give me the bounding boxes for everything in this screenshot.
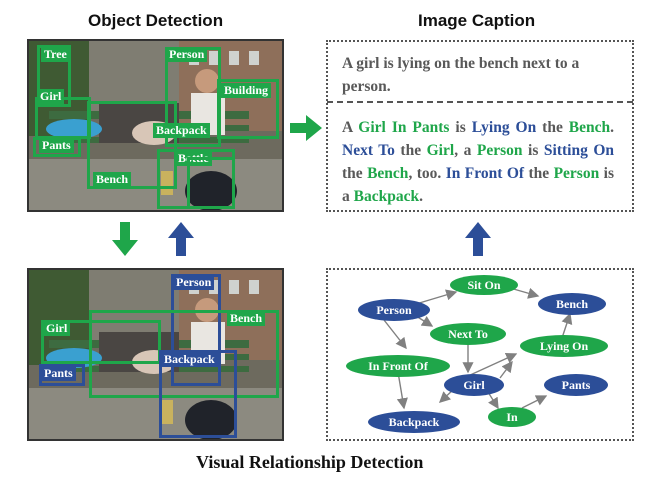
caption-segment: In Pants — [391, 119, 450, 136]
simple-caption: A girl is lying on the bench next to a p… — [342, 55, 580, 95]
caption-segment: . — [419, 188, 423, 205]
rel-bbox-backpack — [159, 350, 237, 438]
scene-graph: Person Sit On Bench Next To Lying On In … — [346, 275, 608, 433]
node-in — [488, 407, 536, 427]
caption-segment: In Front Of — [445, 165, 525, 182]
node-backpack — [368, 411, 460, 433]
caption-segment: Backpack — [353, 188, 420, 205]
node-next-to — [430, 323, 506, 345]
node-bench-label: Bench — [556, 297, 588, 311]
caption-divider — [327, 101, 633, 103]
caption-segment: Person — [476, 142, 523, 159]
node-bench — [538, 293, 606, 315]
caption-segment: is a — [342, 165, 614, 205]
bbox-bench — [87, 101, 177, 189]
node-girl — [444, 374, 504, 396]
caption-segment: Bench — [367, 165, 409, 182]
object-detection-heading: Object Detection — [88, 11, 224, 30]
node-person — [358, 299, 430, 321]
rel-label-backpack: Backpack — [161, 352, 218, 367]
graph-nodes — [346, 275, 608, 433]
caption-segment: Sitting On — [543, 142, 615, 159]
node-in-front-of-label: In Front Of — [368, 359, 429, 373]
label-person: Person — [166, 47, 208, 62]
caption-panel — [326, 40, 634, 212]
visual-relationship-detection-heading: Visual Relationship Detection — [196, 452, 424, 472]
arrow-relationship-to-detection — [168, 222, 194, 256]
caption-segment: Bench — [568, 119, 611, 136]
scene-graph-panel — [326, 268, 634, 441]
relationship-detection-photo: Person Bench Girl Backpack Pants — [27, 268, 284, 441]
rel-label-person: Person — [173, 275, 215, 290]
rel-bbox-pants — [39, 364, 85, 386]
label-girl: Girl — [37, 89, 65, 104]
label-building: Building — [221, 83, 272, 98]
caption-segment: is — [522, 142, 544, 159]
bbox-backpack — [187, 157, 235, 209]
rel-label-girl: Girl — [43, 321, 71, 336]
node-lying-on-label: Lying On — [540, 339, 589, 353]
caption-segment: . — [610, 119, 615, 136]
image-caption-heading: Image Caption — [418, 11, 536, 30]
object-detection-photo: Tree Person Building Girl Backpack Pants… — [27, 39, 284, 212]
caption-segment: the — [524, 165, 554, 182]
caption-segment: , too. — [408, 165, 446, 182]
rich-caption: A Girl In Pants is Lying On the Bench. N… — [342, 116, 614, 208]
bbox-tree — [37, 45, 71, 107]
caption-segment: , a — [454, 142, 477, 159]
node-lying-on — [520, 335, 608, 357]
node-sit-on — [450, 275, 518, 295]
caption-segment: the — [394, 142, 427, 159]
caption-segment: the — [342, 165, 368, 182]
park-scene-illustration-2 — [29, 270, 282, 439]
node-girl-label: Girl — [463, 378, 485, 392]
node-backpack-label: Backpack — [389, 415, 440, 429]
caption-segment: Lying On — [471, 119, 537, 136]
label-tree: Tree — [41, 47, 70, 62]
caption-segment: Person — [553, 165, 600, 182]
caption-segment: Next To — [342, 142, 395, 159]
rel-label-pants: Pants — [41, 366, 76, 381]
label-pants: Pants — [39, 138, 74, 153]
arrow-graph-to-caption — [465, 222, 491, 256]
caption-segment: Girl — [358, 119, 386, 136]
node-next-to-label: Next To — [448, 327, 488, 341]
arrow-detection-to-relationship — [112, 222, 138, 256]
bbox-building — [217, 79, 279, 139]
node-in-label: In — [506, 410, 518, 424]
node-in-front-of — [346, 355, 450, 377]
node-pants — [544, 374, 608, 396]
rel-bbox-girl — [41, 320, 161, 364]
caption-segment: is — [449, 119, 472, 136]
caption-segment: A — [342, 119, 359, 136]
arrow-detection-to-caption — [290, 115, 322, 141]
node-pants-label: Pants — [562, 378, 591, 392]
caption-segment: Girl — [426, 142, 455, 159]
label-bench: Bench — [93, 172, 132, 187]
caption-segment: the — [536, 119, 569, 136]
rel-label-bench: Bench — [227, 311, 266, 326]
node-sit-on-label: Sit On — [467, 278, 500, 292]
label-backpack: Backpack — [153, 123, 210, 138]
rel-bbox-bench — [89, 310, 279, 398]
node-person-label: Person — [376, 303, 412, 317]
